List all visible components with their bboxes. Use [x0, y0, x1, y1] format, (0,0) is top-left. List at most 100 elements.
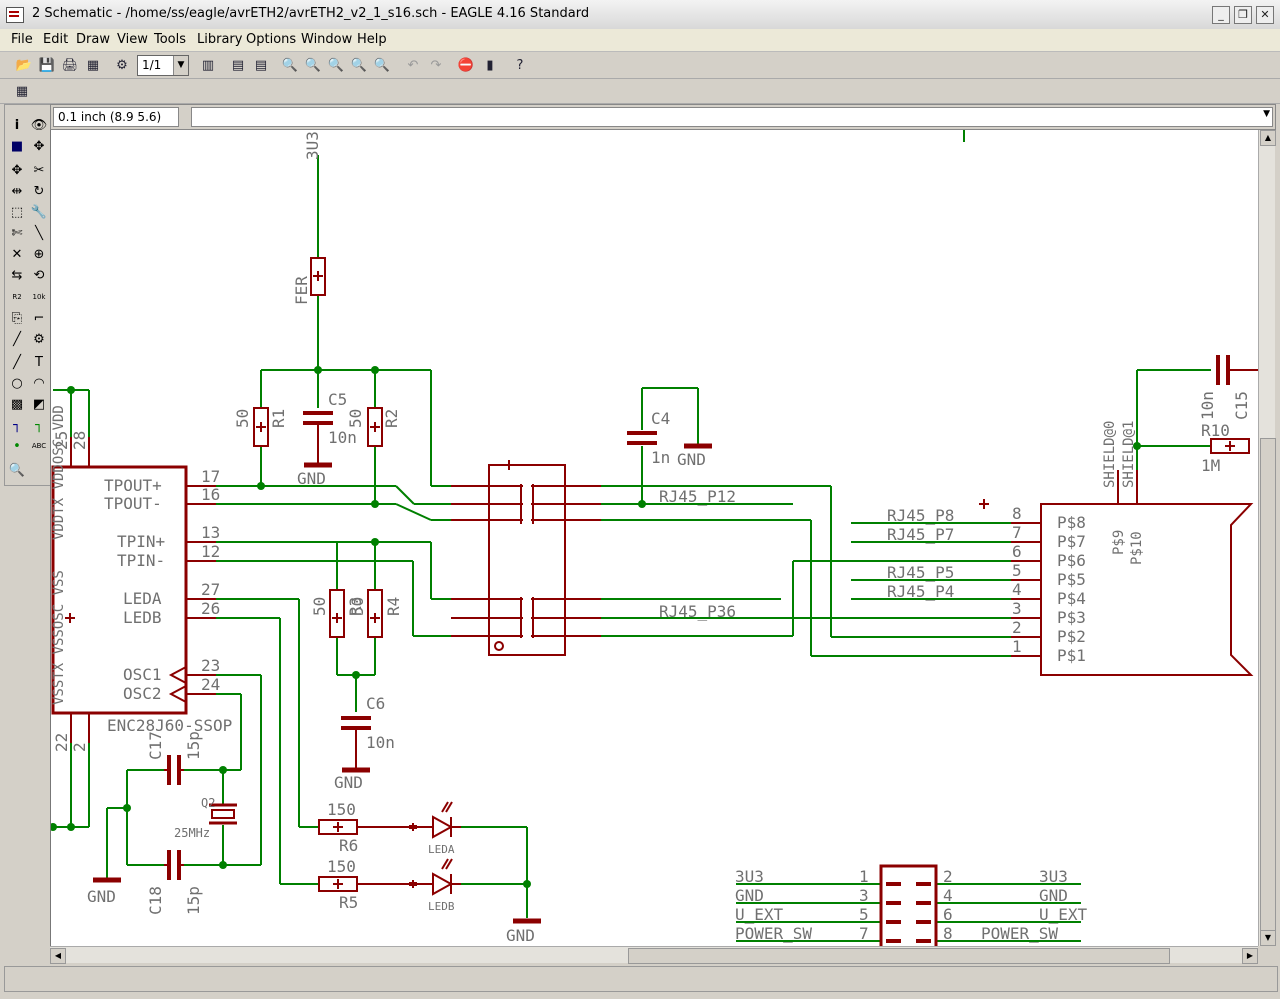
cam-icon[interactable]: ▦ [86, 57, 100, 73]
redo-icon[interactable]: ↷ [430, 57, 442, 73]
pin-num-22: 22 [52, 733, 71, 752]
circle-icon[interactable]: ○ [11, 375, 23, 391]
horizontal-scrollbar[interactable]: ◀ ▶ [50, 946, 1258, 964]
replace-icon[interactable]: ⟲ [33, 267, 45, 283]
pin-num-12: 12 [201, 542, 220, 561]
conn-p1: P$1 [1057, 646, 1086, 665]
c17-name: C17 [146, 731, 165, 760]
script-icon[interactable]: ▤ [231, 57, 245, 73]
menu-options[interactable]: Options [246, 32, 297, 47]
hdr-left-7: POWER_SW [735, 924, 812, 943]
print-icon[interactable]: 🖨 [61, 57, 79, 73]
undo-icon[interactable]: ↶ [407, 57, 419, 73]
chevron-down-icon[interactable]: ▼ [1263, 109, 1270, 119]
menu-draw[interactable]: Draw [76, 32, 110, 47]
redraw-icon[interactable]: 🔍 [350, 57, 368, 73]
conn-num-5: 5 [1012, 561, 1022, 580]
scroll-right-icon[interactable]: ▶ [1242, 948, 1258, 964]
menu-file[interactable]: File [11, 32, 33, 47]
mirror-icon[interactable]: ⇹ [11, 183, 23, 199]
sheet-select[interactable]: 1/1 ▼ [137, 55, 189, 76]
pinswap-icon[interactable]: ⇆ [11, 267, 23, 283]
ic-name: ENC28J60-SSOP [107, 716, 232, 735]
arc-icon[interactable]: ◠ [33, 375, 45, 391]
menu-help[interactable]: Help [357, 32, 387, 47]
conn-num-6: 6 [1012, 542, 1022, 561]
name-icon[interactable]: R2 [12, 293, 22, 301]
net-icon[interactable]: ┐ [35, 417, 43, 433]
scroll-down-icon[interactable]: ▼ [1260, 930, 1276, 946]
menu-library[interactable]: Library [197, 32, 243, 47]
bus-icon[interactable]: ┐ [13, 417, 21, 433]
add-icon[interactable]: ⊕ [33, 246, 45, 262]
title-bar: 2 Schematic - /home/ss/eagle/avrETH2/avr… [0, 0, 1280, 30]
ic-vdd-labels: VDDTX VDDOSC VDD [51, 405, 67, 540]
paste-icon[interactable]: ✄ [11, 225, 23, 241]
gnd-leds: GND [506, 926, 535, 945]
miter-icon[interactable]: ⌐ [33, 310, 45, 326]
use-icon[interactable]: ⚙ [116, 57, 128, 73]
show-icon[interactable]: 👁 [30, 117, 48, 133]
hdr-num-7: 7 [859, 924, 869, 943]
text-icon[interactable]: T [35, 354, 43, 370]
wire-icon[interactable]: ╱ [13, 354, 21, 370]
invoke-icon[interactable]: ⚙ [33, 331, 45, 347]
run-icon[interactable]: ▤ [254, 57, 268, 73]
horizontal-scroll-thumb[interactable] [628, 948, 1170, 964]
save-icon[interactable]: 💾 [38, 57, 56, 73]
hdr-right-4: GND [1039, 886, 1068, 905]
schematic-canvas[interactable]: 3U3 FER 50 R1 50 R2 C5 10n GND C4 1n GND… [50, 130, 1259, 946]
grid-icon[interactable]: ▦ [15, 83, 29, 99]
open-icon[interactable]: 📂 [15, 57, 33, 73]
mark-icon[interactable]: ✥ [33, 138, 45, 154]
net-rj45-p7: RJ45_P7 [887, 525, 954, 544]
r2-name: R2 [382, 409, 401, 428]
erc-icon[interactable]: 🔍 [8, 462, 26, 478]
zoom-out-icon[interactable]: 🔍 [327, 57, 345, 73]
cut-icon[interactable]: ╲ [35, 225, 43, 241]
stop-icon[interactable]: ⛔ [457, 57, 475, 73]
library-icon[interactable]: ▥ [201, 57, 215, 73]
smash-icon[interactable]: ⎘ [11, 310, 23, 326]
hdr-right-6: U_EXT [1039, 905, 1088, 924]
change-icon[interactable]: 🔧 [30, 204, 48, 220]
close-button[interactable]: ✕ [1256, 6, 1274, 24]
pin-osc1: OSC1 [123, 665, 162, 684]
copy-icon[interactable]: ✂ [33, 162, 45, 178]
help-icon[interactable]: ? [516, 57, 524, 73]
rotate-icon[interactable]: ↻ [33, 183, 45, 199]
r4-value: 50 [348, 597, 367, 616]
junction-icon[interactable]: • [13, 438, 21, 454]
c18-value: 15p [184, 886, 203, 915]
value-icon[interactable]: 10k [32, 293, 46, 301]
r10-name: R10 [1201, 421, 1230, 440]
pin-num-17: 17 [201, 467, 220, 486]
display-icon[interactable]: ■ [10, 138, 24, 154]
command-input[interactable]: ▼ [191, 107, 1273, 127]
split-icon[interactable]: ╱ [13, 331, 21, 347]
info-icon[interactable]: i [14, 117, 20, 133]
scroll-left-icon[interactable]: ◀ [50, 948, 66, 964]
zoom-fit-icon[interactable]: 🔍 [281, 57, 299, 73]
vertical-scroll-thumb[interactable] [1260, 438, 1276, 938]
pin-num-23: 23 [201, 656, 220, 675]
polygon-icon[interactable]: ◩ [32, 396, 46, 412]
zoom-in-icon[interactable]: 🔍 [304, 57, 322, 73]
chevron-down-icon: ▼ [173, 56, 188, 75]
menu-edit[interactable]: Edit [43, 32, 69, 47]
menu-view[interactable]: View [117, 32, 148, 47]
vertical-scrollbar[interactable]: ▲ ▼ [1258, 130, 1276, 946]
menu-tools[interactable]: Tools [154, 32, 187, 47]
zoom-select-icon[interactable]: 🔍 [373, 57, 391, 73]
move-icon[interactable]: ✥ [11, 162, 23, 178]
rect-icon[interactable]: ▩ [10, 396, 24, 412]
label-icon[interactable]: ABC [31, 442, 47, 450]
delete-icon[interactable]: ✕ [11, 246, 23, 262]
maximize-button[interactable]: ❐ [1234, 6, 1252, 24]
menu-window[interactable]: Window [301, 32, 353, 47]
r1-name: R1 [269, 409, 288, 428]
scroll-up-icon[interactable]: ▲ [1260, 130, 1276, 146]
minimize-button[interactable]: _ [1212, 6, 1230, 24]
group-icon[interactable]: ⬚ [10, 204, 24, 220]
go-icon[interactable]: ▮ [486, 57, 494, 73]
